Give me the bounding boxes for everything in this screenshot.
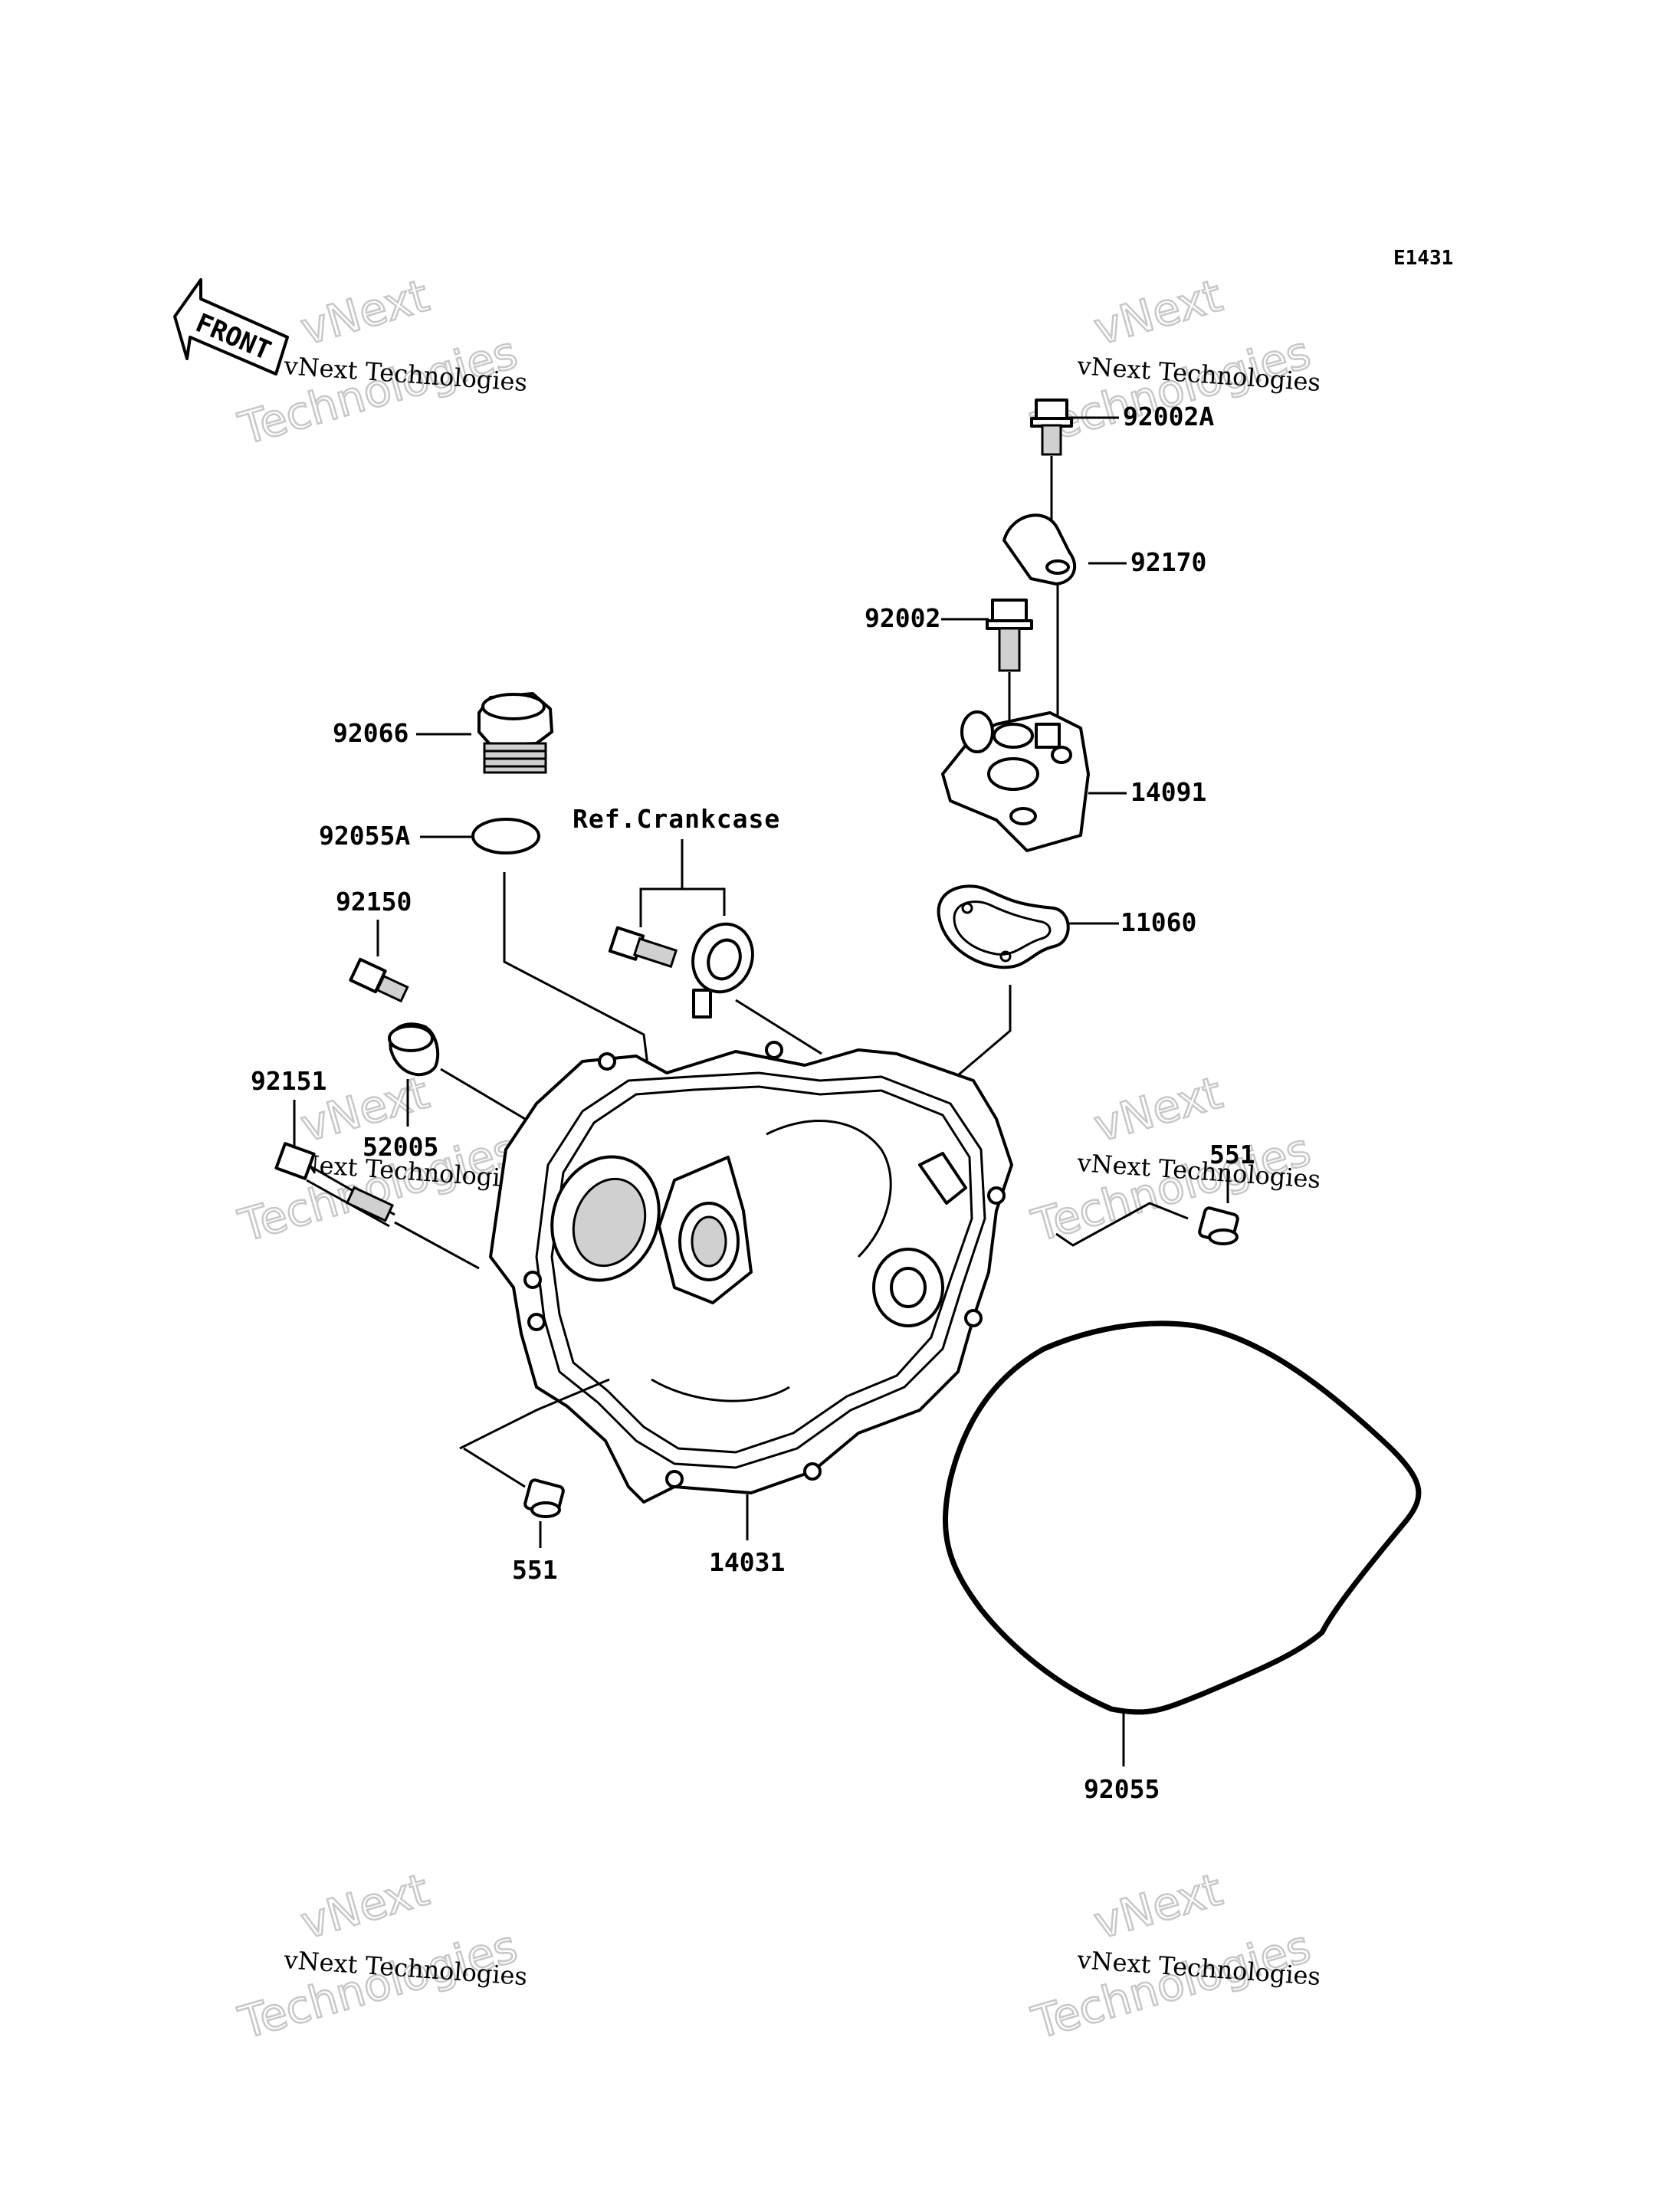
ref-bracket-icon — [691, 922, 754, 1018]
oring-92055-icon — [943, 1320, 1422, 1715]
label-92055: 92055 — [1084, 1774, 1160, 1804]
plug-92066-icon — [477, 692, 553, 774]
label-52005: 52005 — [363, 1132, 438, 1162]
ref-bolt-icon — [608, 926, 678, 969]
label-92055a: 92055A — [319, 821, 410, 851]
label-551-right: 551 — [1209, 1140, 1255, 1169]
svg-text:vNext: vNext — [1088, 1066, 1228, 1152]
svg-text:vNext: vNext — [1088, 1863, 1228, 1949]
oring-92055a-icon — [471, 818, 540, 854]
label-11060: 11060 — [1121, 907, 1196, 937]
svg-text:vNext: vNext — [295, 1863, 435, 1949]
bolt-92151-icon — [274, 1142, 395, 1228]
label-92151: 92151 — [251, 1066, 326, 1096]
diagram-code: E1431 — [1393, 247, 1453, 270]
watermark-bottom-left: vNext Technologies vNext Technologies — [232, 1862, 528, 2050]
front-arrow-icon: FRONT — [173, 278, 289, 376]
gasket-11060-icon — [937, 884, 1070, 969]
label-92066: 92066 — [333, 718, 409, 748]
watermark-bottom-right: vNext Technologies vNext Technologies — [1025, 1862, 1321, 2050]
watermark-mid-right: vNext Technologies vNext Technologies — [1025, 1065, 1321, 1253]
label-92150: 92150 — [336, 887, 412, 917]
label-551-left: 551 — [512, 1555, 558, 1585]
bolt-92002-icon — [986, 599, 1033, 672]
label-14031: 14031 — [709, 1547, 785, 1577]
label-92170: 92170 — [1130, 547, 1206, 577]
bolt-92002a-icon — [1030, 399, 1073, 456]
clamp-92170-icon — [1002, 513, 1077, 586]
bolt-92150-icon — [349, 957, 409, 1003]
svg-text:vNext: vNext — [295, 269, 435, 355]
reference-label: Ref.Crankcase — [573, 804, 780, 834]
dowel-551-right-icon — [1198, 1206, 1239, 1245]
dowel-551-left-icon — [523, 1478, 565, 1518]
cap-52005-icon — [388, 1022, 440, 1077]
housing-14091-icon — [941, 710, 1090, 852]
label-92002: 92002 — [865, 603, 940, 633]
cover-14031-icon — [489, 1041, 1013, 1504]
label-92002a: 92002A — [1123, 402, 1214, 431]
svg-text:vNext: vNext — [1088, 269, 1228, 355]
label-14091: 14091 — [1130, 777, 1206, 807]
